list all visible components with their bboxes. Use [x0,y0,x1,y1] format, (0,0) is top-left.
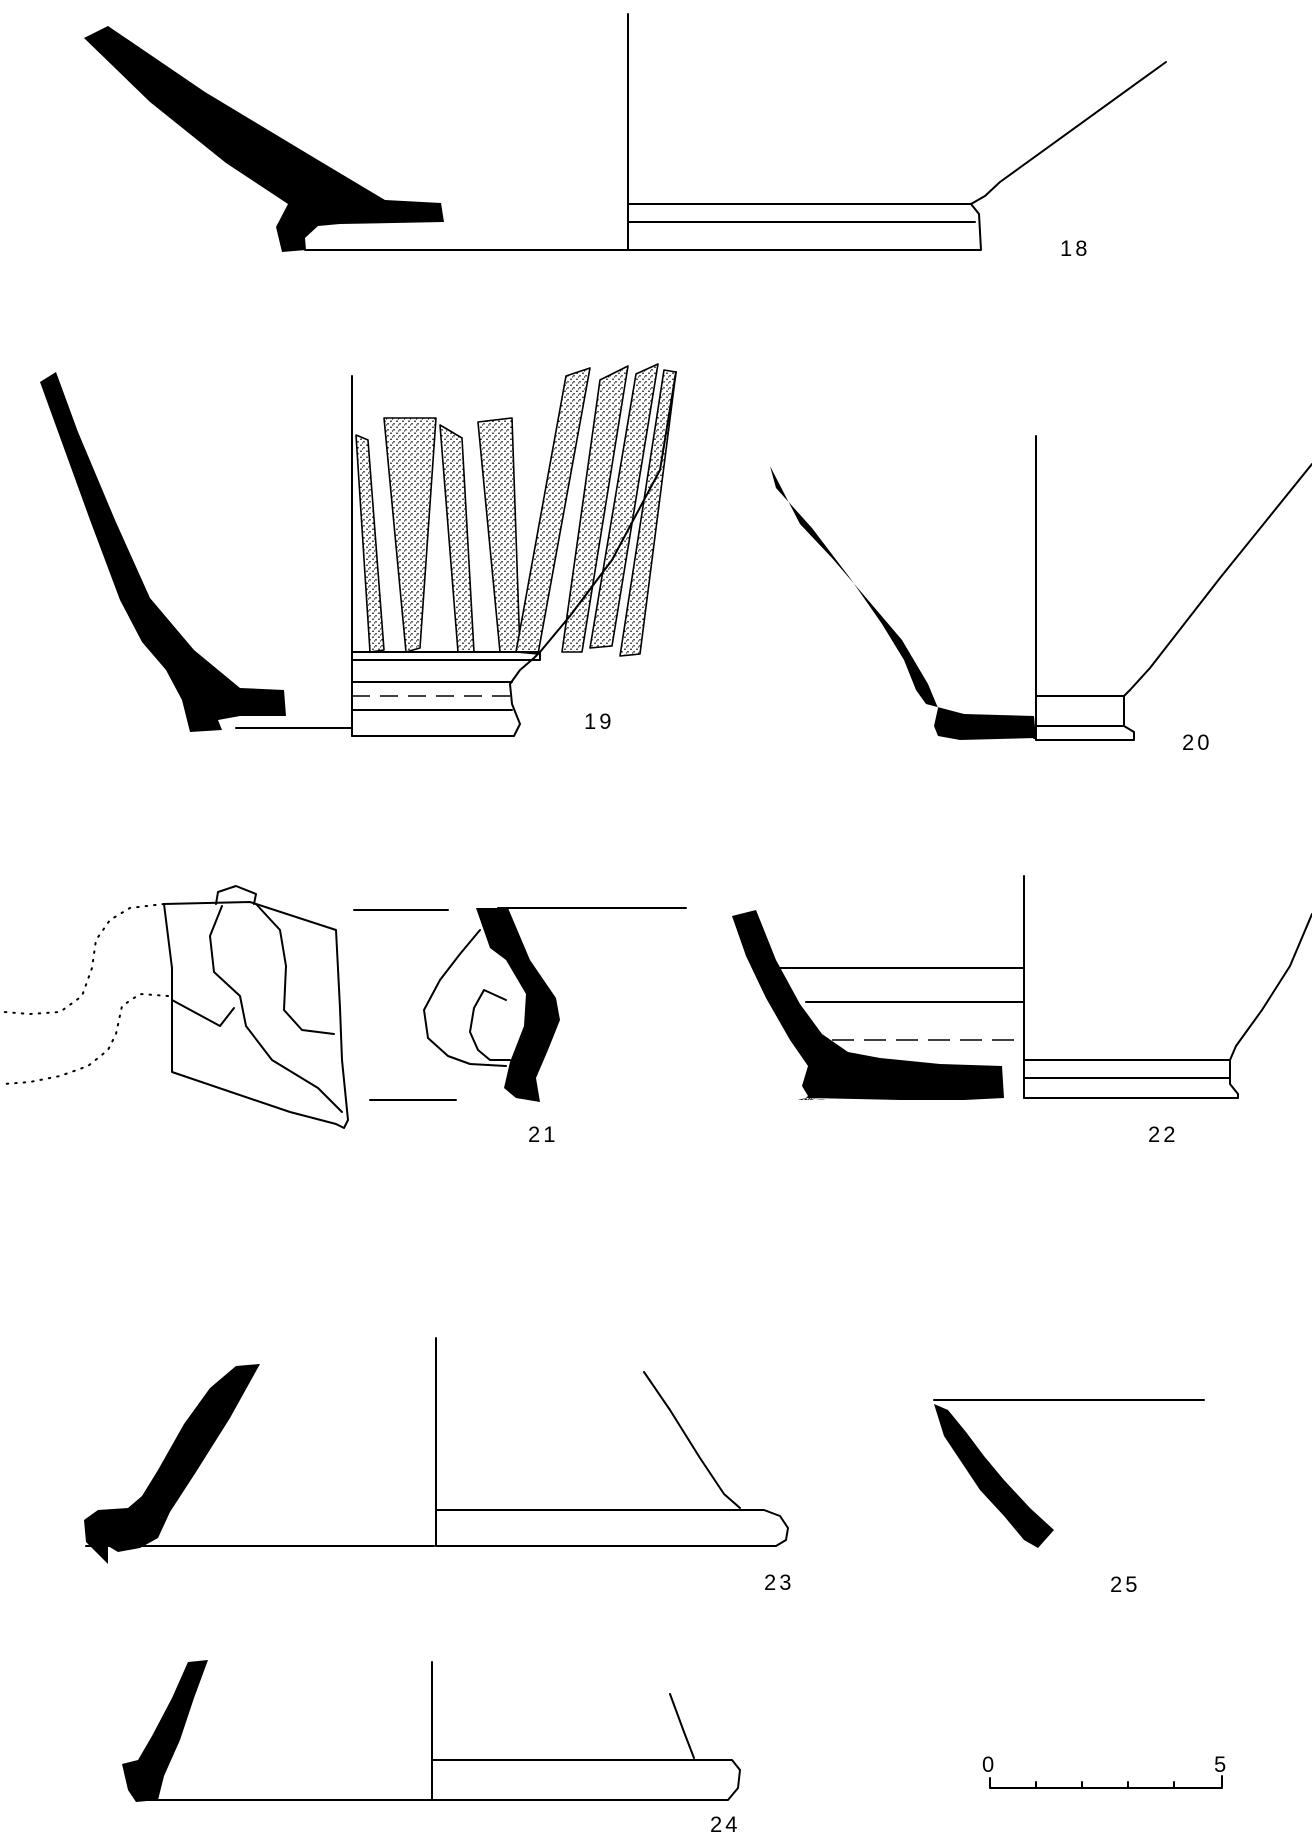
vessel-profile-19: 19 [40,363,677,737]
section-profile-19 [40,372,286,732]
figure-number-22: 22 [1148,1122,1178,1147]
figure-number-24: 24 [710,1812,740,1837]
fluting-19a [355,434,385,653]
sherd-handle-21 [171,885,343,1113]
vessel-profile-20: 20 [770,435,1312,755]
section-profile-21 [476,908,560,1102]
section-profile-18 [84,26,444,252]
vessel-profile-23: 23 [84,1337,794,1595]
fluting-19c [439,424,475,653]
section-profile-25 [934,1404,1054,1548]
scale-bar-line [989,1775,1223,1789]
vessel-profile-18: 18 [84,13,1167,261]
foot-line-19 [351,681,513,711]
section-profile-22 [732,910,1004,1100]
vessel-profile-22: 22 [732,875,1312,1147]
vessel-profile-24: 24 [122,1660,741,1837]
fluting-19b [383,417,437,653]
vessel-sherd-21: 21 [3,885,687,1147]
figure-number-23: 23 [764,1570,794,1595]
sherd-section-outline-21 [423,929,507,1067]
section-profile-20 [770,466,1036,740]
scale-bar: 0 5 [982,1752,1229,1789]
rim-line-21-top [353,907,687,911]
figure-number-21: 21 [528,1122,558,1147]
fluting-19d [477,417,521,653]
exterior-outline-24 [431,1693,741,1801]
reconstruction-outline-21 [3,903,169,1085]
sherd-inner-outline-21 [469,989,511,1061]
sherd-outline-21 [163,901,349,1129]
figure-number-18: 18 [1060,236,1090,261]
exterior-outline-18 [627,61,1167,251]
fluting-19f [561,365,629,653]
scale-label-max: 5 [1214,1752,1229,1777]
exterior-outline-20 [1035,463,1312,741]
exterior-outline-22 [1023,913,1312,1099]
figure-number-20: 20 [1182,730,1212,755]
exterior-outline-19 [351,371,677,737]
scale-label-min: 0 [982,1752,997,1777]
fluting-19h [619,369,677,657]
interior-lines-22 [779,967,1025,1003]
fluting-19g [589,363,659,649]
vessel-profile-25: 25 [933,1399,1205,1597]
section-profile-23 [84,1364,260,1564]
figure-number-19: 19 [584,709,614,734]
exterior-outline-23 [435,1371,789,1547]
section-profile-24 [122,1660,208,1802]
figure-number-25: 25 [1110,1572,1140,1597]
